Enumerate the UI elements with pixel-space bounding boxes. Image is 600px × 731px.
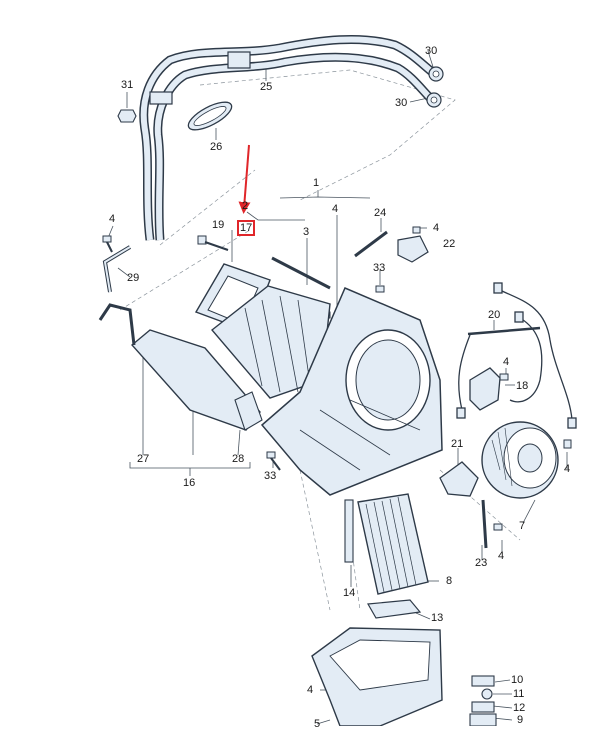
callout-29: 29	[127, 272, 140, 284]
callout-17-highlighted: 17	[236, 220, 256, 236]
highlight-arrow	[238, 144, 251, 214]
blower-motor-7	[481, 421, 559, 499]
wiring-harness-20	[456, 282, 577, 429]
callout-16: 16	[183, 477, 196, 489]
callout-4-bottom: 4	[307, 684, 314, 696]
filter-panel-27	[130, 329, 261, 431]
heat-exchanger-8	[357, 493, 429, 595]
housing-section-2-ribs	[244, 295, 311, 393]
callout-31: 31	[121, 79, 134, 91]
screw-33-left	[266, 451, 281, 471]
callout-9: 9	[517, 714, 524, 726]
callout-4-top-right: 4	[433, 222, 440, 234]
screw-33-right	[375, 285, 385, 293]
callout-18: 18	[516, 380, 529, 392]
callout-10: 10	[511, 674, 524, 686]
frame-seal	[98, 303, 136, 346]
callout-11: 11	[513, 688, 525, 700]
callout-4-blower: 4	[564, 463, 571, 475]
rod-24	[354, 230, 388, 258]
callout-19: 19	[212, 219, 225, 231]
callout-3: 3	[303, 226, 310, 238]
regulator-21	[439, 461, 479, 497]
assembly-guide-lines	[119, 69, 521, 611]
callout-5: 5	[314, 718, 321, 730]
callout-33-left: 33	[264, 470, 277, 482]
callout-8: 8	[446, 575, 453, 587]
screw-19	[197, 235, 229, 251]
callout-4-center: 4	[332, 203, 339, 215]
callout-28: 28	[232, 453, 245, 465]
nut-31	[117, 109, 137, 123]
screw-4-right-top	[412, 226, 421, 234]
pipe-nut-30-upper	[428, 66, 444, 82]
callout-1: 1	[313, 177, 320, 189]
callout-33-right: 33	[373, 262, 386, 274]
callout-30-lower: 30	[395, 97, 408, 109]
screw-4-blower	[563, 439, 572, 449]
rod-23	[481, 499, 488, 549]
valve-assembly-9-12	[469, 675, 497, 727]
callout-30-upper: 30	[425, 45, 438, 57]
screw-4-lower	[493, 523, 503, 531]
bracket-13	[367, 599, 422, 619]
callout-20: 20	[488, 309, 501, 321]
callout-23: 23	[475, 557, 488, 569]
callout-14: 14	[343, 587, 356, 599]
callout-12: 12	[513, 702, 526, 714]
callout-27: 27	[137, 453, 150, 465]
callout-7: 7	[519, 520, 526, 532]
callout-4-lower: 4	[498, 550, 505, 562]
callout-4-mid-right: 4	[503, 356, 510, 368]
callout-13: 13	[431, 612, 444, 624]
refrigerant-pipe	[139, 34, 436, 241]
screw-4-right-mid	[499, 373, 509, 381]
rod-3	[271, 256, 331, 290]
callout-25: 25	[260, 81, 273, 93]
actuator-18	[469, 367, 501, 411]
bracket-22	[397, 235, 429, 263]
screw-4-left	[102, 235, 113, 253]
cover-28	[234, 391, 263, 431]
callout-24: 24	[374, 207, 387, 219]
seal-26	[187, 101, 233, 131]
seal-strip-14	[344, 499, 354, 563]
callout-22: 22	[443, 238, 456, 250]
bracket-29-inner	[103, 246, 131, 293]
callout-21: 21	[451, 438, 464, 450]
callout-4-left: 4	[109, 213, 116, 225]
pipe-nut-30-lower	[426, 92, 442, 108]
callout-2: 2	[242, 200, 249, 212]
callout-26: 26	[210, 141, 223, 153]
